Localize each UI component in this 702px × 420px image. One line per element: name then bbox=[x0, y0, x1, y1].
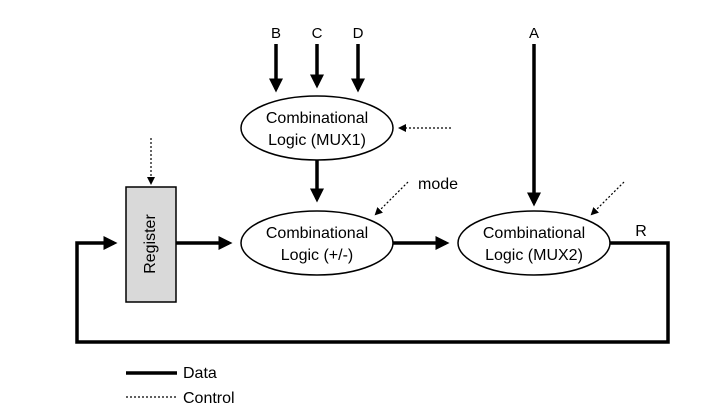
mode-label: mode bbox=[418, 176, 458, 193]
control-arrow-mux2 bbox=[590, 181, 625, 216]
node-mux2-line2: Logic (MUX2) bbox=[485, 247, 583, 264]
legend-data-label: Data bbox=[183, 365, 217, 382]
node-mux1-line1: Combinational bbox=[266, 110, 368, 127]
control-arrow-mode bbox=[374, 181, 409, 216]
register-label: Register bbox=[142, 214, 159, 274]
feedback-loop bbox=[75, 236, 670, 344]
input-label-c: C bbox=[312, 25, 323, 42]
input-label-b: B bbox=[271, 25, 281, 42]
legend-control-label: Control bbox=[183, 390, 235, 407]
register-block: Register bbox=[125, 186, 177, 303]
input-label-a: A bbox=[529, 25, 539, 42]
result-label: R bbox=[635, 223, 647, 240]
node-mux1: Combinational Logic (MUX1) bbox=[240, 95, 394, 161]
node-addsub-line2: Logic (+/-) bbox=[281, 247, 353, 264]
node-mux1-line2: Logic (MUX1) bbox=[268, 132, 366, 149]
node-addsub-line1: Combinational bbox=[266, 225, 368, 242]
legend: Data Control bbox=[126, 365, 235, 407]
node-addsub: Combinational Logic (+/-) bbox=[240, 210, 394, 276]
node-mux2: Combinational Logic (MUX2) bbox=[457, 210, 611, 276]
input-label-d: D bbox=[353, 25, 364, 42]
node-mux2-line1: Combinational bbox=[483, 225, 585, 242]
